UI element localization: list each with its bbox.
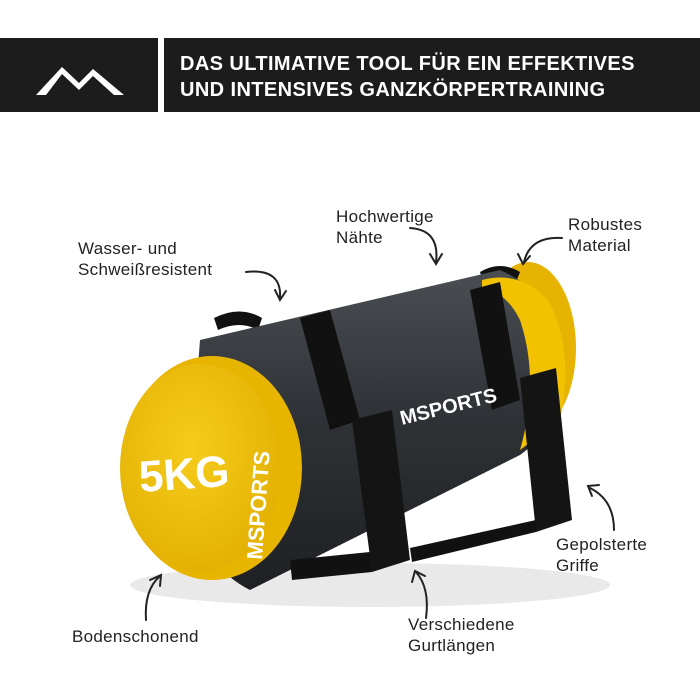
callout-gurt-line-1: Verschiedene	[408, 615, 515, 634]
arrow-naehte-head	[429, 253, 443, 266]
callout-griffe: Gepolsterte Griffe	[556, 534, 647, 576]
callout-gurt: Verschiedene Gurtlängen	[408, 614, 515, 656]
arrow-boden	[144, 575, 161, 621]
headline-box: DAS ULTIMATIVE TOOL FÜR EIN EFFEKTIVES U…	[164, 38, 700, 112]
arrow-naehte	[409, 227, 438, 263]
padded-handle-right	[520, 368, 572, 532]
padded-handle-left	[352, 410, 410, 572]
callout-griffe-line-1: Gepolsterte	[556, 535, 648, 554]
arrow-gurt	[415, 571, 428, 619]
arrow-wasser	[245, 270, 282, 299]
headline-line-2: UND INTENSIVES GANZKÖRPERTRAINING	[180, 79, 606, 101]
callout-gurt-line-2: Gurtlängen	[408, 636, 496, 655]
arrow-gurt-head	[411, 569, 426, 583]
weight-label: 5KG	[137, 447, 231, 502]
callout-wasser-line-2: Schweißresistent	[78, 260, 213, 279]
callout-boden: Bodenschonend	[72, 626, 199, 647]
bottom-strap-2	[410, 520, 536, 562]
arrow-griffe-head	[586, 484, 600, 497]
callout-robust-line-1: Robustes	[568, 215, 643, 234]
top-strap-left	[214, 311, 262, 330]
callout-boden-line: Bodenschonend	[72, 627, 199, 646]
callout-griffe-line-2: Griffe	[556, 556, 600, 575]
header-banner: DAS ULTIMATIVE TOOL FÜR EIN EFFEKTIVES U…	[0, 0, 700, 112]
callout-wasser-line-1: Wasser- und	[78, 239, 178, 258]
mountain-peaks-icon	[36, 67, 124, 95]
arrow-griffe	[589, 487, 615, 531]
callout-naehte-line-1: Hochwertige	[336, 207, 434, 226]
headline-line-1: DAS ULTIMATIVE TOOL FÜR EIN EFFEKTIVES	[180, 53, 635, 75]
body-strap-2	[470, 282, 520, 410]
arrow-robust-head	[517, 253, 531, 266]
body-strap-1	[300, 310, 360, 430]
near-end-cap	[120, 364, 280, 572]
callout-naehte-line-2: Nähte	[336, 228, 383, 247]
callout-wasser: Wasser- und Schweißresistent	[78, 238, 212, 280]
arrow-robust	[523, 236, 563, 263]
bottom-strap-1	[290, 552, 372, 580]
brand-logo	[0, 38, 158, 112]
arrow-boden-head	[149, 573, 163, 587]
callout-naehte: Hochwertige Nähte	[336, 206, 434, 248]
arrow-wasser-head	[274, 289, 287, 302]
callout-robust: Robustes Material	[568, 214, 642, 256]
callout-robust-line-2: Material	[568, 236, 631, 255]
